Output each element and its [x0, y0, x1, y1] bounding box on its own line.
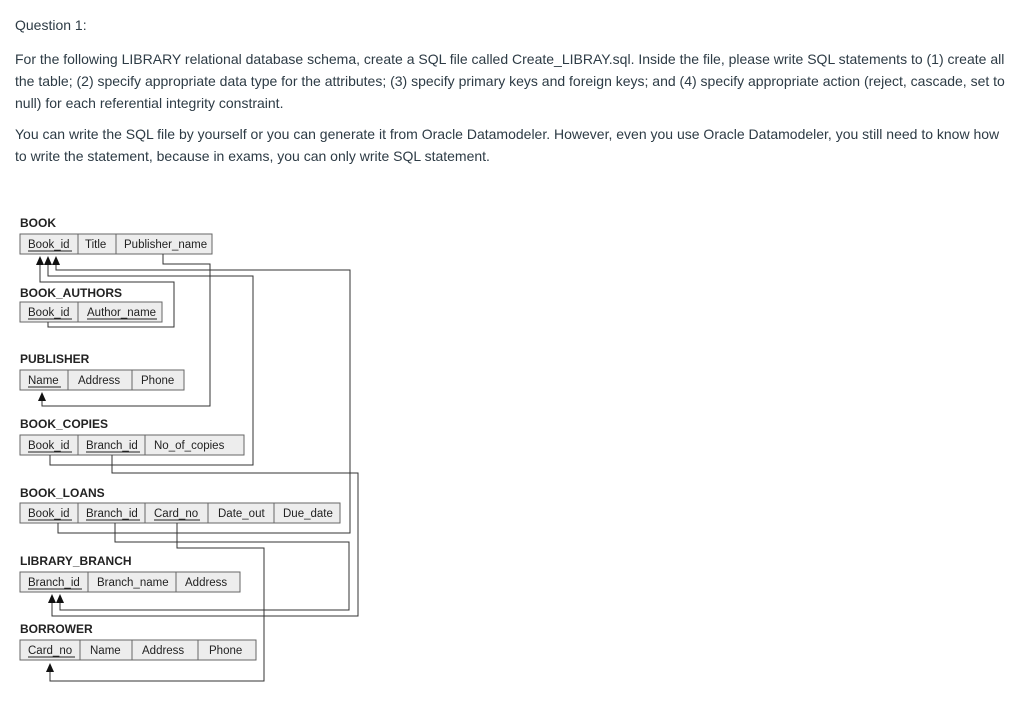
attr-book-authors-author-name: Author_name: [87, 307, 156, 319]
fk-book-copies-branch-id: [51, 455, 359, 617]
attr-borrower-phone: Phone: [209, 645, 242, 657]
attr-book-loans-due-date: Due_date: [283, 508, 333, 520]
question-paragraph-note: You can write the SQL file by yourself o…: [15, 126, 1000, 164]
attr-book-authors-book-id: Book_id: [28, 307, 70, 319]
table-name-book: BOOK: [20, 216, 56, 230]
table-book-authors: BOOK_AUTHORS Book_id Author_name: [19, 286, 163, 323]
attr-book-copies-branch-id: Branch_id: [86, 440, 138, 452]
arrow-head-library-branch-2: [56, 594, 64, 603]
table-library-branch: LIBRARY_BRANCH Branch_id Branch_name Add…: [19, 554, 241, 593]
attr-publisher-phone: Phone: [141, 375, 174, 387]
table-book-loans: BOOK_LOANS Book_id Branch_id Card_no Dat…: [19, 486, 341, 524]
attr-publisher-address: Address: [78, 375, 120, 387]
table-borrower-row: [19, 639, 257, 661]
table-borrower: BORROWER Card_no Name Address Phone: [19, 622, 257, 661]
fk-book-publisher-name: [41, 254, 211, 407]
table-publisher-row: [19, 369, 185, 391]
table-publisher: PUBLISHER Name Address Phone: [19, 352, 185, 391]
attr-library-branch-branch-name: Branch_name: [97, 577, 169, 589]
attr-book-book-id: Book_id: [28, 239, 70, 251]
table-library-branch-row: [19, 571, 241, 593]
fk-book-loans-card-no: [49, 523, 265, 682]
arrow-head-book-3: [52, 256, 60, 265]
attr-book-loans-date-out: Date_out: [218, 508, 265, 520]
fk-book-loans-branch-id: [59, 523, 350, 611]
attr-book-title: Title: [85, 239, 106, 251]
fk-book-copies-book-id: [47, 263, 254, 466]
arrow-head-publisher: [38, 392, 46, 401]
table-name-publisher: PUBLISHER: [20, 352, 90, 366]
attr-book-loans-book-id: Book_id: [28, 508, 70, 520]
attr-borrower-address: Address: [142, 645, 184, 657]
table-name-library-branch: LIBRARY_BRANCH: [20, 554, 132, 568]
arrow-head-borrower: [46, 663, 54, 672]
arrow-head-book-1: [36, 256, 44, 265]
table-book-copies-row: [19, 434, 245, 456]
table-book-copies: BOOK_COPIES Book_id Branch_id No_of_copi…: [19, 417, 245, 456]
fk-book-loans-book-id: [55, 263, 351, 534]
attr-publisher-name: Name: [28, 375, 59, 387]
table-name-book-copies: BOOK_COPIES: [20, 417, 108, 431]
attr-borrower-card-no: Card_no: [28, 645, 72, 657]
attr-book-copies-no-of-copies: No_of_copies: [154, 440, 225, 452]
table-name-borrower: BORROWER: [20, 622, 93, 636]
fk-book-authors-book-id: [39, 263, 175, 328]
arrow-head-book-2: [44, 256, 52, 265]
table-book: BOOK Book_id Title Publisher_name: [19, 216, 213, 255]
arrow-head-library-branch-1: [48, 594, 56, 603]
attr-library-branch-address: Address: [185, 577, 227, 589]
question-title: Question 1:: [15, 17, 87, 33]
table-book-authors-row: [19, 301, 163, 323]
attr-book-copies-book-id: Book_id: [28, 440, 70, 452]
attr-borrower-name: Name: [90, 645, 121, 657]
attr-book-publisher-name: Publisher_name: [124, 239, 207, 251]
attr-book-loans-branch-id: Branch_id: [86, 508, 138, 520]
table-name-book-authors: BOOK_AUTHORS: [20, 286, 122, 300]
table-name-book-loans: BOOK_LOANS: [20, 486, 105, 500]
attr-library-branch-branch-id: Branch_id: [28, 577, 80, 589]
attr-book-loans-card-no: Card_no: [154, 508, 198, 520]
table-book-loans-row: [19, 502, 341, 524]
question-paragraph-instructions: For the following LIBRARY relational dat…: [15, 51, 1005, 111]
